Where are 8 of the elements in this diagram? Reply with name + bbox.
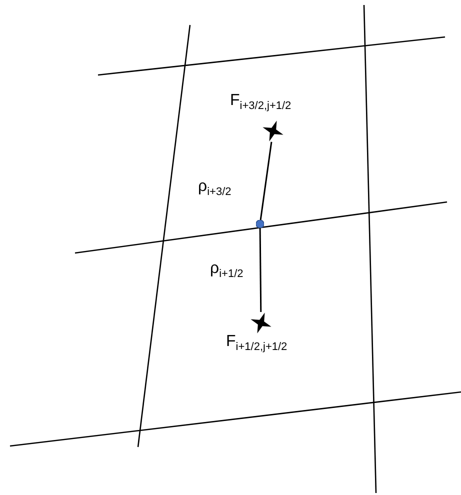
point-label: F$_{i+3/2,j+1/2}$	[230, 92, 292, 114]
star-marker	[262, 120, 284, 142]
point-label: F$_{i+1/2,j+1/2}$	[226, 333, 288, 355]
connector-line	[259, 228, 262, 312]
star-marker	[250, 312, 272, 334]
edge-label: ρ$_{i+1/2}$	[210, 260, 244, 282]
connector-line	[260, 142, 272, 220]
edge-label: ρ$_{i+3/2}$	[198, 178, 232, 200]
